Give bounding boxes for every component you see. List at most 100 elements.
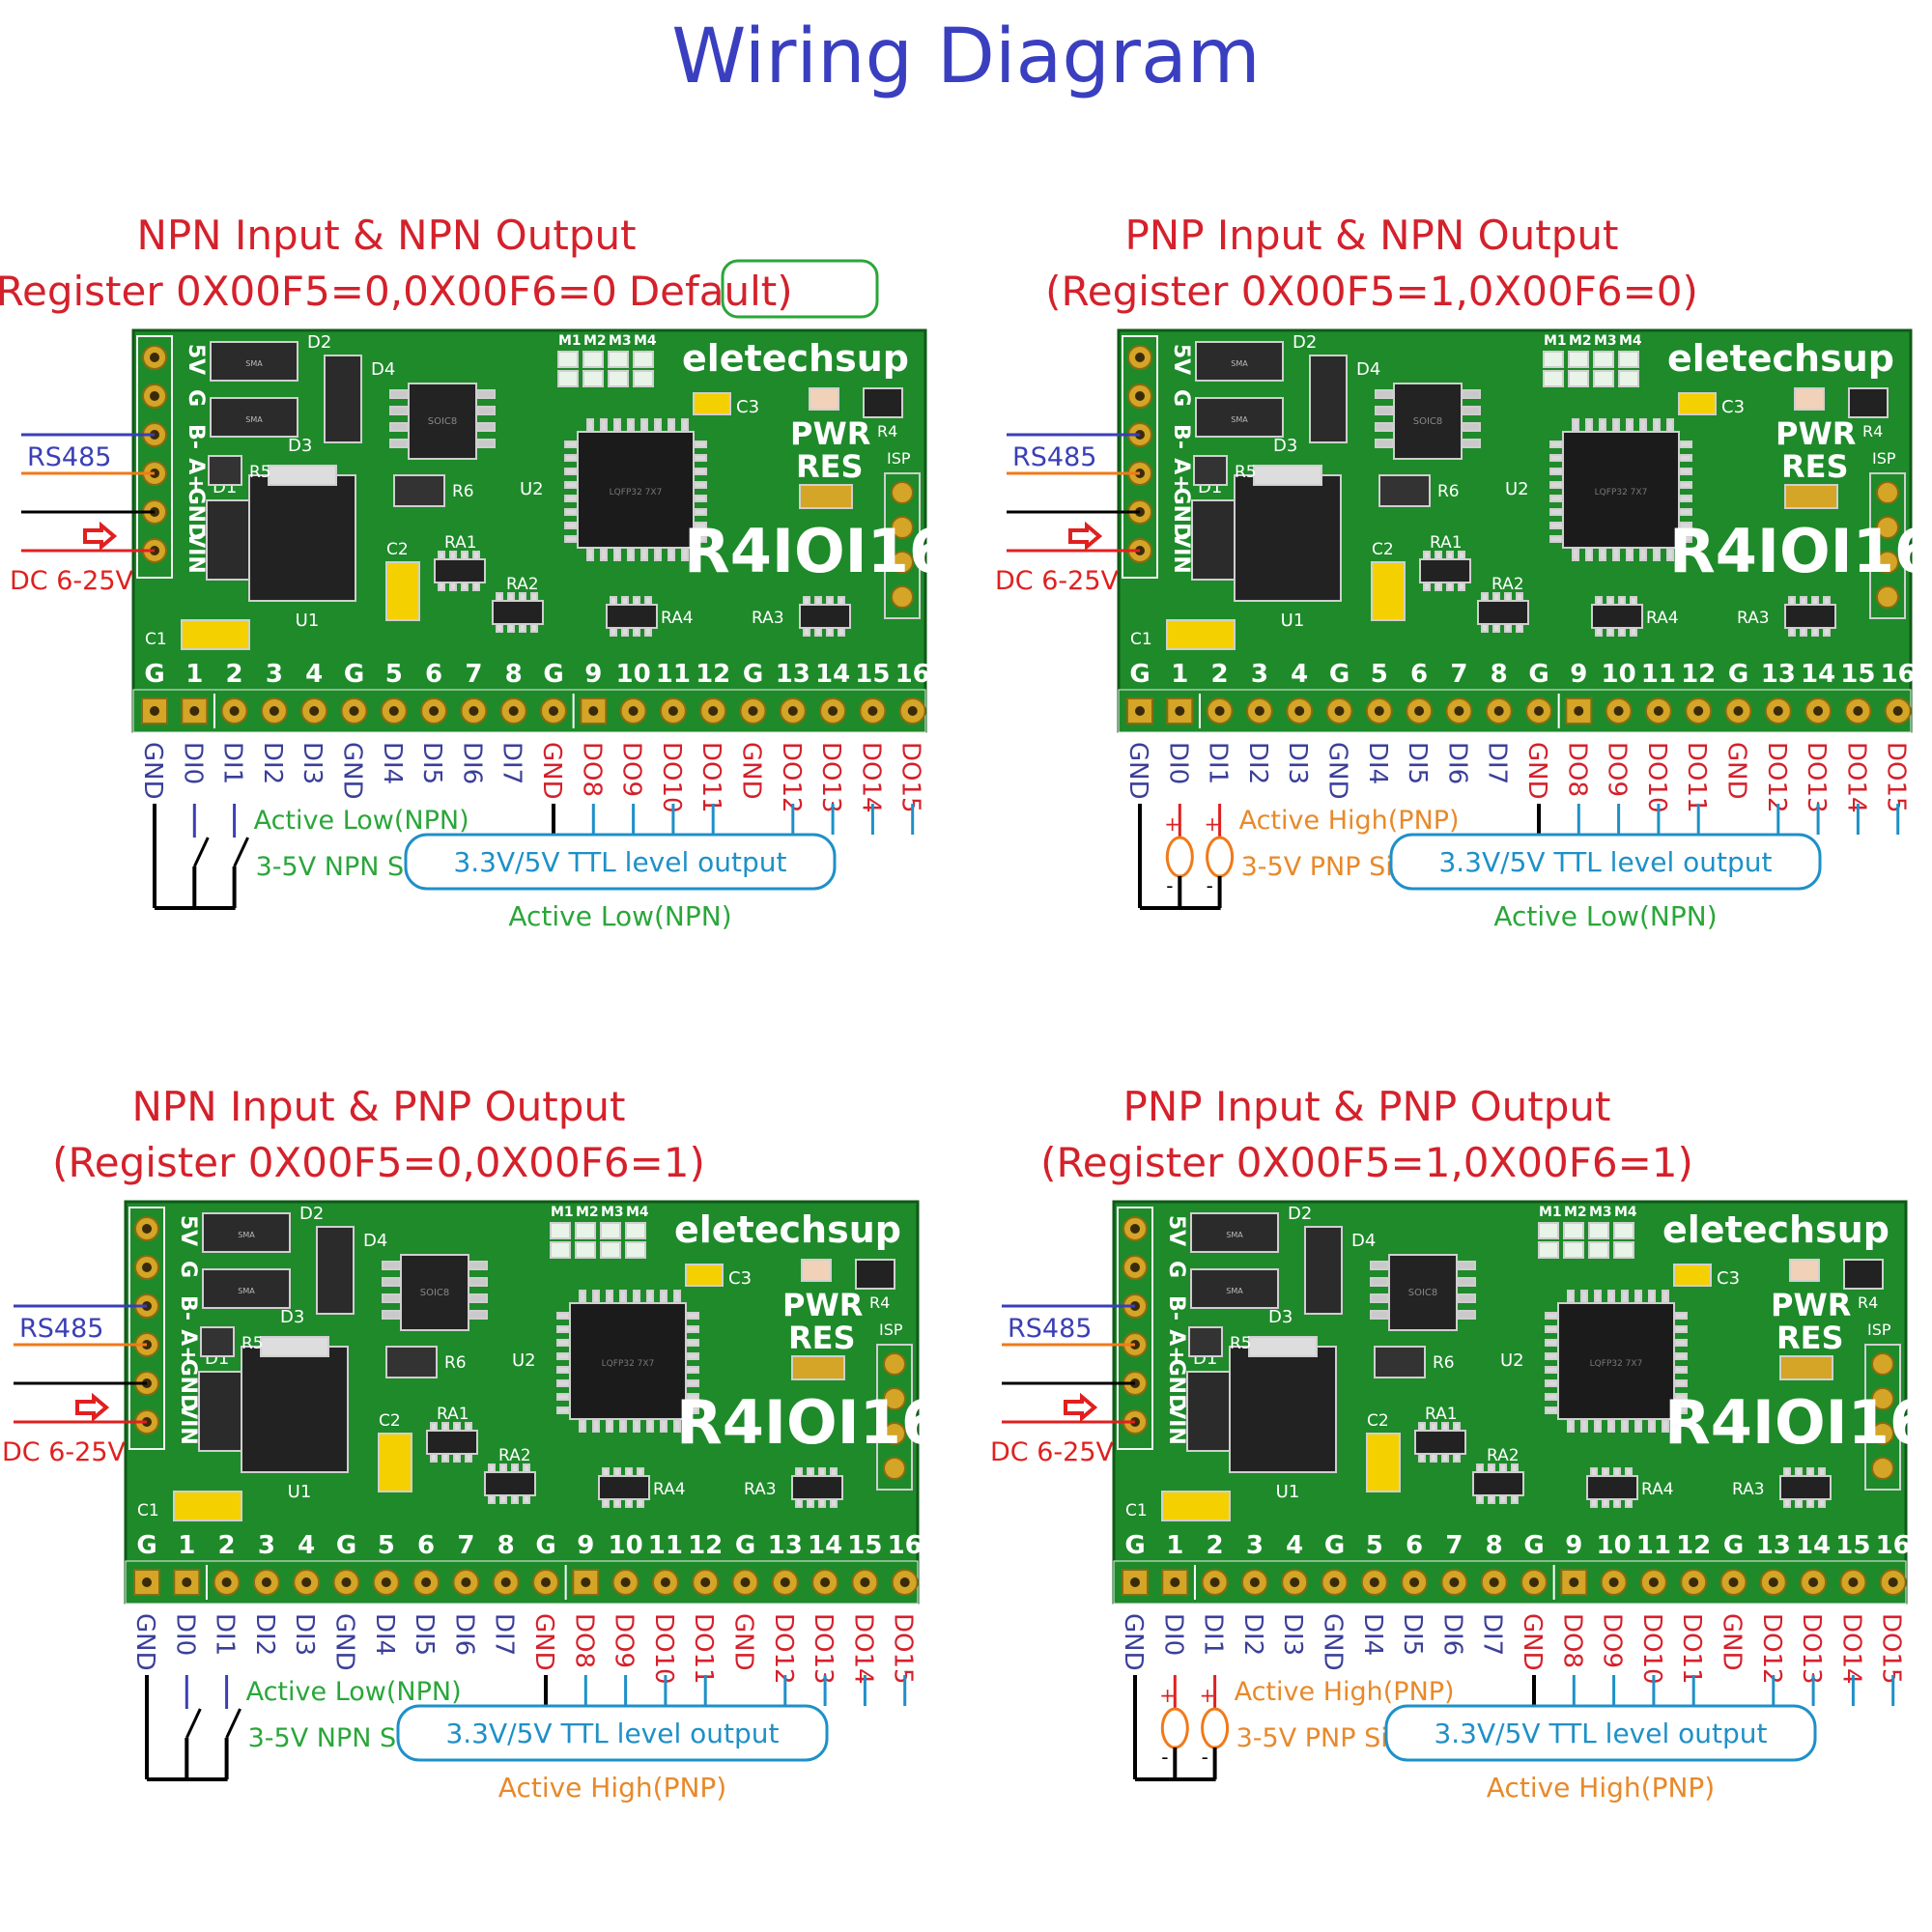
mcu-lead [1662,1290,1669,1303]
header-pad-hole [429,706,440,716]
resistor-array-ra3 [1784,604,1836,629]
led-indicator [1618,351,1639,368]
brand-label: eletechsup [1662,1208,1889,1251]
ra-lead [499,1494,507,1504]
soic-lead [1457,1310,1476,1320]
led-label: M4 [626,1205,649,1220]
soic-label: SOIC8 [428,416,458,427]
label-c3: C3 [736,397,759,417]
mcu-lead [681,548,689,561]
soic-lead [469,1277,488,1287]
polarity-plus-symbol: + [1159,1684,1176,1707]
res-label: RES [1776,1320,1844,1356]
header-pad-hole [1608,1577,1619,1587]
header-pad-hole [1728,1577,1739,1587]
input-mode-label: Active Low(NPN) [254,806,469,836]
mcu-lead [633,1290,640,1303]
ttl-output-box [1384,1704,1817,1762]
switch-icon [192,837,210,867]
brand-label: eletechsup [674,1208,901,1251]
mcu-lead [686,1379,699,1387]
mcu-lead [1567,1419,1575,1433]
resistor-array-ra2 [1472,1471,1524,1496]
mcu-lead [1679,481,1692,489]
header-pad-hole [1409,1577,1420,1587]
mcu-label: LQFP32 7X7 [602,1359,655,1369]
ra-lead [1795,1467,1803,1477]
pin-label: DI6 [449,1613,478,1656]
soic-lead [476,439,496,448]
header-pad-hole [301,1577,312,1587]
header-pad-hole [309,706,320,716]
pin-label: DO9 [1598,1613,1627,1668]
ra-lead [1476,1463,1484,1473]
pin-label: DI6 [457,742,486,784]
mcu-u2 [577,431,695,549]
mcu-lead [1666,548,1674,561]
mcu-lead [564,508,578,516]
register-text: (Register 0X00F5=0,0X00F6=1) [52,1139,705,1186]
left-pin-label: GND [176,1359,200,1412]
pin-label: DO14 [1836,1613,1865,1685]
mcu-lead [1545,1352,1558,1360]
header-pad-hole [1613,706,1624,716]
header-pad-hole [549,706,558,716]
mcu-lead [1634,1290,1642,1303]
mcu-lead [1639,548,1647,561]
ra-lead [613,1467,621,1477]
led-label: M3 [601,1205,624,1220]
ra-lead [644,596,652,606]
bottom-header [1113,1560,1907,1605]
pin-label: DO13 [816,742,845,813]
header-pad-hole [221,1577,232,1587]
mcu-lead [1607,1419,1615,1433]
mcu-lead [1679,495,1692,502]
led-indicator [557,351,579,368]
ra-lead [1595,627,1603,637]
led-label: M4 [634,333,657,349]
ra-lead [1481,623,1489,633]
ra-lead [430,1453,438,1463]
header-pad-hole [1808,1577,1819,1587]
label-u1: U1 [1276,1482,1300,1502]
label-r6: R6 [452,482,474,501]
ra-lead [507,592,515,602]
ra-lead [523,1494,530,1504]
mcu-lead [564,481,578,489]
pin-label: DO13 [1797,1613,1826,1685]
pin-number-label: 11 [648,1531,683,1560]
mcu-lead [1594,1290,1602,1303]
pin-label: DI3 [1283,742,1312,784]
pin-label: DO12 [769,1613,798,1685]
ra-lead [430,1422,438,1432]
register-note: (Register 0X00F5=1,0X00F6=0) [1045,268,1698,315]
header-pad-hole [1329,1577,1340,1587]
pin-number-label: 4 [305,660,323,689]
capacitor-c3 [693,392,731,415]
power-arrow-icon [75,1392,110,1423]
left-pin-label: GND [1164,1359,1188,1412]
left-pin-label: A+ [1169,458,1193,492]
left-pin-label: B- [1164,1295,1188,1321]
soic-lead [382,1261,401,1270]
ttl-output-label: 3.3V/5V TTL level output [1438,846,1772,878]
ra-lead [830,1498,838,1508]
pin-label: DI5 [410,1613,439,1656]
signal-source-icon [1201,1707,1230,1749]
mcu-lead [1549,522,1563,529]
soic-lead [469,1310,488,1320]
pin-label: GND [537,742,566,800]
label-d3: D3 [288,436,312,456]
label-r5: R5 [1230,1334,1252,1353]
ra-lead [1788,627,1796,637]
header-pad-hole [740,1577,751,1587]
ra-lead [1423,551,1431,560]
mcu-lead [1648,1419,1656,1433]
resistor-array-ra3 [799,604,851,629]
panel-heading: NPN Input & PNP Output [131,1083,625,1130]
left-pin-label: GND [184,488,208,541]
mcu-lead [694,535,707,543]
mcu-lead [1549,495,1563,502]
label-u2: U2 [1500,1350,1524,1371]
label-c1: C1 [145,630,167,649]
